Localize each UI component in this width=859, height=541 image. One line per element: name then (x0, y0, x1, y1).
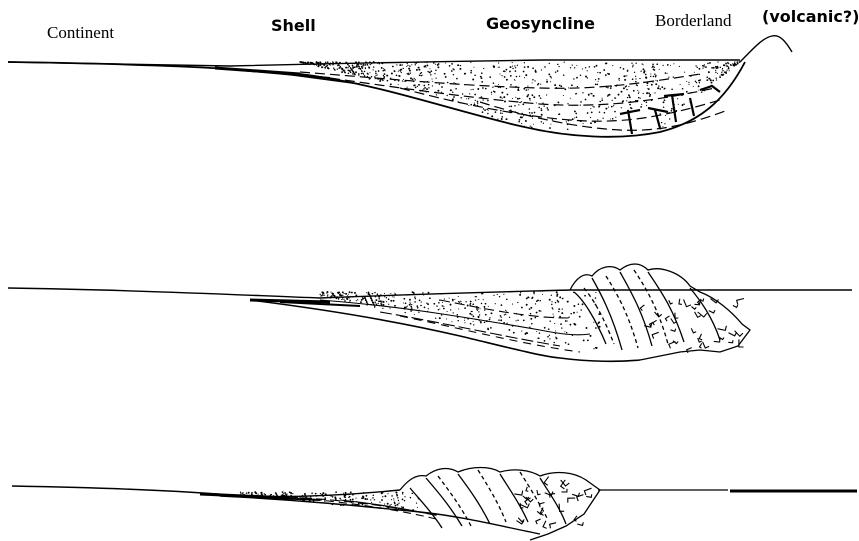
stage-2-fold-belt (570, 264, 750, 360)
stage-1-volcanic-intrusions (620, 86, 720, 134)
stage-3-mountain-section (12, 468, 857, 541)
stage-1-shelf-wedge (215, 68, 360, 84)
crystalline-marks (514, 299, 744, 529)
stage-2-basin-floor (250, 300, 640, 361)
stage-2-stipple (320, 291, 601, 349)
stage-2-surface-line (8, 288, 852, 298)
stage-2-shelf-wedge (250, 300, 360, 306)
stage-1-geosyncline-section (8, 36, 792, 137)
stage-3-fold-belt (400, 468, 600, 541)
stage-1-sediment-lines (300, 72, 728, 130)
stage-1-volcanic-peak (740, 36, 792, 62)
stage-2-sediment-lines (320, 300, 590, 352)
stage-2-folding-section (8, 264, 852, 361)
